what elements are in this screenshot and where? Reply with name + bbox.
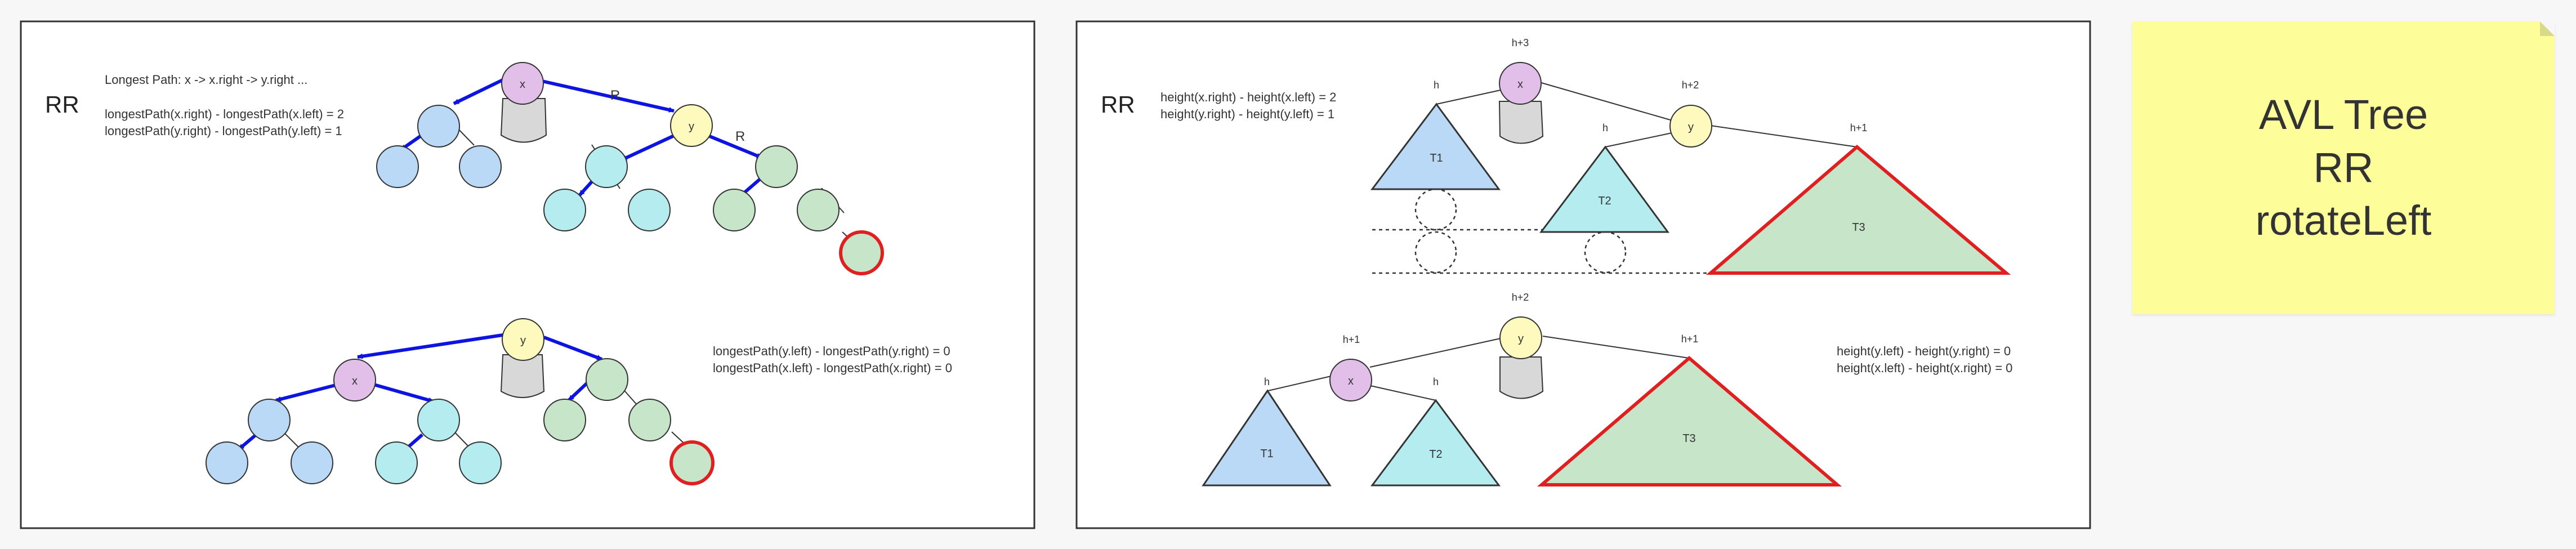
node-y-label: y	[520, 334, 526, 347]
node-x-label: x	[352, 375, 358, 387]
node-cyan-leaf	[543, 189, 586, 231]
panel-1-bottom-line-2: longestPath(x.left) - longestPath(x.righ…	[713, 361, 952, 375]
subtree-t3	[1537, 356, 1842, 486]
subtree-t2-label: T2	[1429, 448, 1442, 461]
subtree-t2	[1539, 145, 1669, 233]
node-x-label: x	[1348, 375, 1354, 387]
height-label-t3: h+1	[1850, 122, 1868, 133]
node-y-label: y	[689, 120, 694, 133]
subtree-t1-label: T1	[1260, 448, 1273, 460]
edge-label-r-2: R	[735, 129, 745, 144]
height-label-x: h+1	[1343, 334, 1360, 345]
sticky-note: AVL Tree RR rotateLeft	[2132, 21, 2555, 314]
node-cyan-leaf	[459, 441, 502, 484]
subtree-t2-label: T2	[1598, 195, 1611, 207]
panel-2-top-subtree-stub	[1498, 101, 1544, 144]
panel-2-bottom-line-2: height(x.left) - height(x.right) = 0	[1837, 361, 2012, 375]
node-new-red	[669, 440, 715, 485]
height-label-t3: h+1	[1681, 333, 1699, 345]
subtree-t3-label: T3	[1852, 221, 1865, 234]
height-label-x: h+3	[1512, 37, 1529, 48]
node-y-label: y	[1518, 333, 1524, 345]
edge-label-r-1: R	[610, 88, 620, 103]
node-green	[586, 358, 628, 401]
height-label-y: h+2	[1512, 292, 1529, 303]
node-x-left	[417, 105, 460, 148]
panel-1-text-line-3: longestPath(y.right) - longestPath(y.lef…	[105, 124, 342, 138]
node-blue-leaf	[376, 145, 419, 188]
height-label-y: h+2	[1682, 79, 1699, 91]
node-green	[755, 145, 798, 188]
node-green-leaf	[797, 189, 840, 231]
panel-2-bottom-edges	[1267, 336, 1690, 401]
height-label-t1: h	[1434, 79, 1439, 91]
panel-1-text-line-2: longestPath(x.right) - longestPath(x.lef…	[105, 107, 344, 121]
height-label-t2: h	[1602, 122, 1608, 133]
panel-1-label: RR	[45, 91, 79, 118]
panel-2-text-line-2: height(y.right) - height(y.left) = 1	[1160, 107, 1334, 121]
node-green-leaf	[543, 399, 586, 441]
panel-2-top-edges	[1436, 82, 1858, 148]
node-x-child	[1329, 359, 1372, 401]
node-blue-leaf	[291, 441, 333, 484]
note-case: RR	[2313, 144, 2374, 191]
subtree-t1	[1370, 102, 1501, 190]
node-green-leaf	[628, 399, 671, 441]
node-cyan-leaf	[628, 189, 671, 231]
node-y	[1669, 105, 1712, 148]
panel-1-bottom-nodes	[206, 318, 671, 484]
node-blue-leaf	[206, 441, 248, 484]
node-x-label: x	[520, 78, 525, 91]
panel-2-bottom-subtree-stub	[1499, 356, 1544, 399]
node-y-root	[502, 318, 544, 361]
node-blue	[248, 399, 291, 441]
subtree-t1	[1202, 389, 1332, 486]
note-title: AVL Tree	[2258, 91, 2428, 138]
panel-1-top-nodes	[376, 62, 840, 231]
panel-1-bottom-subtree-stub	[500, 354, 545, 398]
node-cyan	[417, 399, 460, 441]
note-text: AVL Tree RR rotateLeft	[2132, 21, 2555, 314]
height-label-t1: h	[1264, 376, 1270, 387]
node-x	[1499, 62, 1542, 105]
subtree-t1-label: T1	[1430, 152, 1443, 164]
panel-height: RR height(x.right) - height(x.left) = 2 …	[1075, 20, 2091, 529]
node-y-label: y	[1688, 121, 1694, 133]
panel-1-text-line-1: Longest Path: x -> x.right -> y.right ..…	[105, 73, 307, 87]
panel-longest-path: RR Longest Path: x -> x.right -> y.right…	[20, 20, 1035, 529]
note-corner-fold	[2540, 21, 2555, 36]
note-operation: rotateLeft	[2255, 197, 2432, 244]
node-x	[501, 62, 544, 105]
panel-1-bottom-line-1: longestPath(y.left) - longestPath(y.righ…	[713, 344, 950, 358]
panel-2-text-line-1: height(x.right) - height(x.left) = 2	[1160, 90, 1336, 104]
node-blue-leaf	[459, 145, 502, 188]
subtree-t3-label: T3	[1682, 432, 1695, 445]
node-cyan	[585, 145, 628, 188]
node-new-red	[839, 230, 884, 275]
node-green-leaf	[713, 189, 756, 231]
panel-1-top-subtree-stub	[500, 98, 547, 143]
node-y	[670, 104, 713, 147]
node-y-root	[1499, 316, 1542, 359]
panel-1-top-arrows	[400, 76, 763, 198]
node-cyan-leaf	[375, 441, 418, 484]
node-x-child	[333, 359, 376, 401]
subtree-t3	[1706, 145, 2011, 275]
panel-1-bottom-arrows	[238, 333, 603, 452]
panel-2-bottom-line-1: height(y.left) - height(y.right) = 0	[1837, 344, 2011, 358]
panel-2-label: RR	[1101, 91, 1135, 118]
height-label-t2: h	[1433, 376, 1439, 387]
node-x-label: x	[1517, 78, 1523, 91]
subtree-t2	[1370, 399, 1501, 486]
